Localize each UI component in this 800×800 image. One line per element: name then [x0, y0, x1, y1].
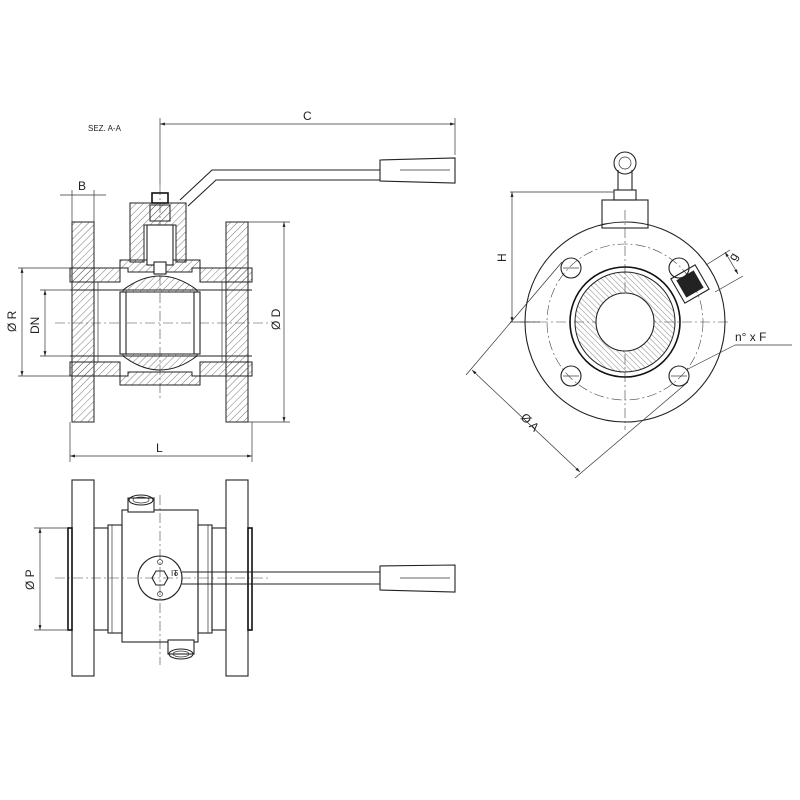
top-handle-grip: [379, 564, 456, 593]
dim-H: H: [495, 253, 509, 262]
svg-text:IT: IT: [171, 569, 178, 578]
top-view: IT Ø P: [23, 479, 456, 677]
dim-P: Ø P: [23, 569, 37, 590]
dim-D: Ø D: [269, 308, 283, 330]
dim-A: Ø A: [518, 410, 542, 434]
top-body: [121, 509, 199, 643]
section-view: C B SEZ. A-A Ø R DN Ø D L: [5, 109, 456, 462]
dim-nxF: n° x F: [735, 330, 766, 344]
dim-g: g: [725, 250, 740, 263]
ball-top: [122, 275, 198, 293]
dim-B: B: [78, 179, 86, 193]
bore: [595, 292, 655, 352]
dim-C: C: [303, 109, 312, 123]
dim-DN: DN: [28, 317, 42, 334]
handle-grip: [379, 157, 456, 184]
end-view: g n° x F H Ø A: [465, 151, 792, 479]
section-label: SEZ. A-A: [88, 124, 122, 133]
left-flange: [71, 221, 95, 423]
right-flange: [225, 221, 249, 423]
stem-housing: [129, 202, 187, 263]
ball-bottom: [122, 353, 198, 371]
dim-R: Ø R: [5, 310, 19, 332]
dim-L: L: [156, 441, 163, 455]
